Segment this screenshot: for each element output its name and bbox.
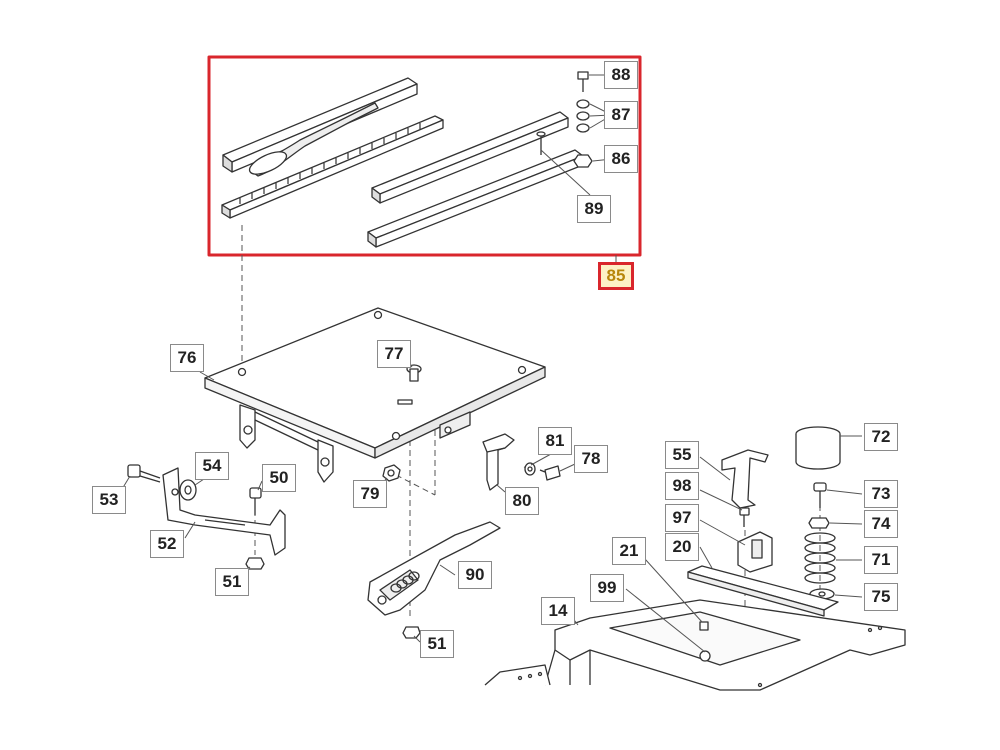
bolt-50 [249, 487, 262, 515]
nut-51b [402, 626, 421, 639]
assembly-85-frame [207, 55, 642, 257]
nut-51a [245, 557, 265, 570]
callout-97: 97 [665, 504, 699, 532]
washers-87 [576, 99, 590, 133]
nut-86 [573, 154, 593, 168]
washer-81 [524, 462, 536, 476]
callout-87: 87 [604, 101, 638, 129]
callout-71: 71 [864, 546, 898, 574]
bolt-78 [539, 465, 561, 481]
spring-71 [804, 532, 836, 584]
slide-lever [248, 102, 379, 177]
slide-rail-upper-right [371, 111, 569, 204]
callout-86: 86 [604, 145, 638, 173]
bolt-77 [406, 364, 422, 382]
callout-99: 99 [590, 574, 624, 602]
cap-72 [795, 426, 841, 470]
callout-88: 88 [604, 61, 638, 89]
bolt-73 [813, 482, 827, 508]
bracket-52 [162, 467, 286, 556]
callout-72: 72 [864, 423, 898, 451]
callout-80: 80 [505, 487, 539, 515]
callout-20: 20 [665, 533, 699, 561]
callout-89: 89 [577, 195, 611, 223]
nut-74 [808, 517, 830, 529]
callout-51-bottom: 51 [420, 630, 454, 658]
callout-90: 90 [458, 561, 492, 589]
callout-74: 74 [864, 510, 898, 538]
callout-77: 77 [377, 340, 411, 368]
callout-50: 50 [262, 464, 296, 492]
seat-plate-76 [204, 307, 546, 483]
callout-75: 75 [864, 583, 898, 611]
bracket-80 [482, 433, 515, 491]
slide-rail-lower-left [221, 115, 444, 219]
callout-81: 81 [538, 427, 572, 455]
frame-14 [484, 599, 906, 691]
callout-76: 76 [170, 344, 204, 372]
bolt-53 [127, 464, 161, 483]
screw-88 [577, 71, 589, 92]
callout-73: 73 [864, 480, 898, 508]
callout-21: 21 [612, 537, 646, 565]
slide-rail-upper-left [222, 77, 418, 173]
callout-52: 52 [150, 530, 184, 558]
bushing-54 [179, 479, 197, 501]
bolt-89 [536, 131, 546, 155]
pedal-90 [367, 521, 501, 616]
bracket-55 [721, 449, 769, 509]
nut-79 [382, 464, 401, 482]
callout-85-highlighted: 85 [598, 262, 634, 290]
callout-14: 14 [541, 597, 575, 625]
rail-20 [687, 565, 839, 617]
bracket-97 [737, 531, 773, 573]
callout-78: 78 [574, 445, 608, 473]
callout-54: 54 [195, 452, 229, 480]
callout-53: 53 [92, 486, 126, 514]
callout-79: 79 [353, 480, 387, 508]
callout-55: 55 [665, 441, 699, 469]
callout-51-left: 51 [215, 568, 249, 596]
bolt-98 [739, 507, 750, 527]
callout-98: 98 [665, 472, 699, 500]
